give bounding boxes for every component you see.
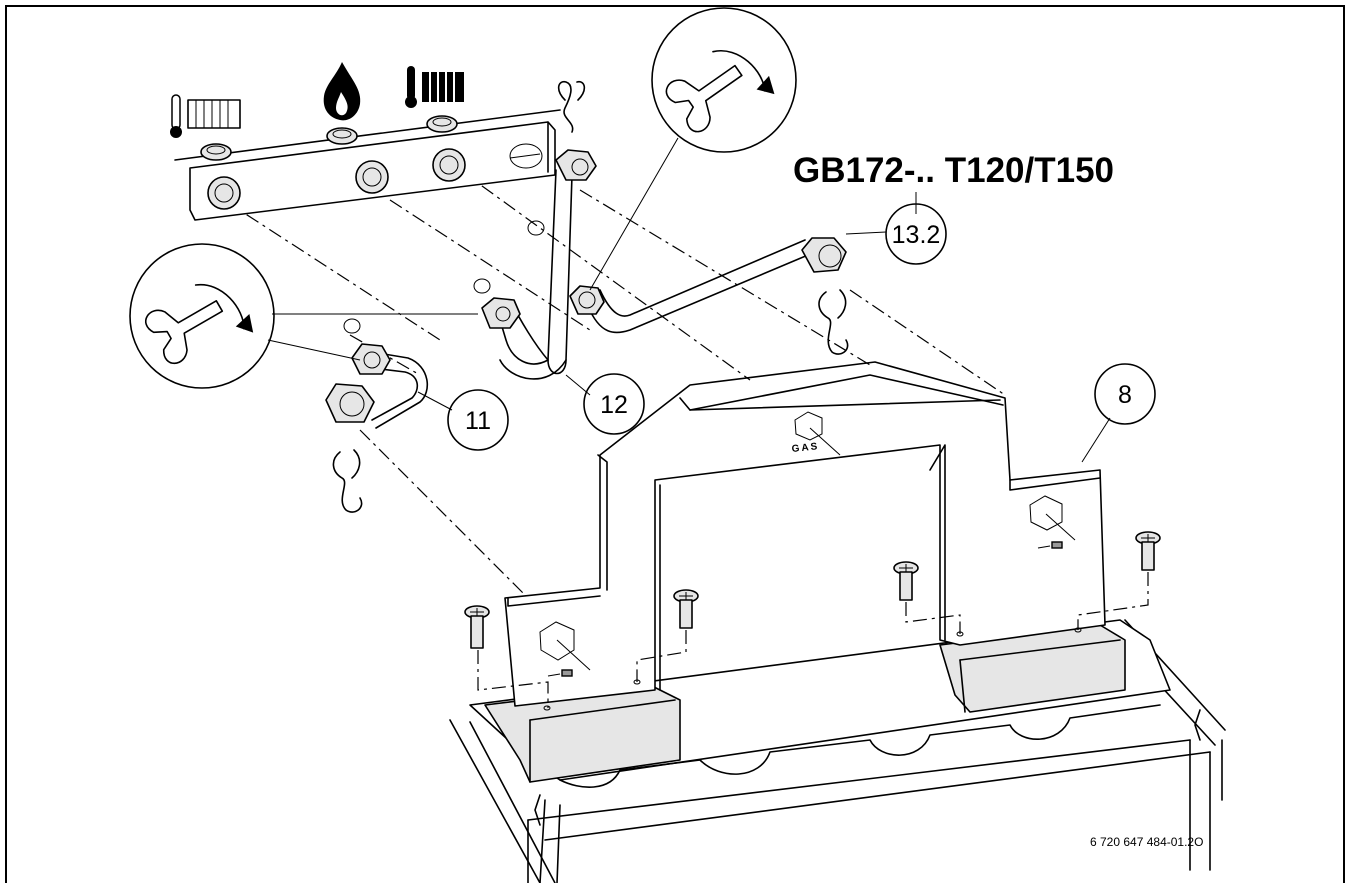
- callout-13-2: 13.2: [845, 203, 947, 265]
- figure-frame: [5, 5, 1345, 883]
- retaining-clip-11: [332, 449, 363, 513]
- heating-return-icon: [170, 94, 241, 138]
- wrench-detail-left: [129, 243, 478, 389]
- mounting-screws: [464, 531, 1161, 649]
- front-port-1: [207, 176, 241, 210]
- pipe-11-bottom-nut: [325, 383, 375, 423]
- pipe-11: [325, 343, 428, 429]
- wrench-clockwise-icon: [665, 49, 775, 133]
- callout-8: 8: [1081, 363, 1156, 463]
- front-port-3: [432, 148, 466, 182]
- seal-ring: [473, 278, 491, 294]
- top-nipple-1: [200, 143, 232, 161]
- gas-label: GAS: [791, 441, 820, 455]
- callout-label: 12: [600, 391, 628, 419]
- screw-3: [893, 561, 919, 601]
- front-port-2: [355, 160, 389, 194]
- screw-1: [464, 605, 490, 649]
- screw-4: [1135, 531, 1161, 571]
- callout-11: 11: [417, 389, 509, 451]
- wrench-clockwise-icon: [145, 283, 254, 365]
- figure-code: 6 720 647 484-01.2O: [1090, 835, 1203, 849]
- port-cover: [509, 143, 543, 169]
- pipe-12-bottom-nut: [481, 297, 521, 329]
- heating-flow-icon: [405, 66, 464, 108]
- callout-label: 11: [465, 407, 491, 435]
- pipe-13-2: [569, 237, 847, 334]
- top-nipple-3: [426, 115, 458, 133]
- retaining-clip-top: [557, 80, 586, 133]
- mounting-plate: GAS: [469, 361, 1171, 788]
- pipe-13-2-right-nut: [801, 237, 847, 273]
- hex-mark-right: [1029, 495, 1063, 531]
- top-nipple-2: [326, 127, 358, 145]
- pipe-13-2-left-nut: [569, 285, 605, 315]
- callout-12: 12: [565, 373, 645, 435]
- hex-mark-left: [539, 621, 575, 661]
- seal-ring: [527, 220, 545, 236]
- alignment-lines: [223, 169, 1149, 708]
- seal-ring: [343, 318, 361, 334]
- hex-mark-gas: [794, 411, 823, 441]
- connection-block: [174, 109, 561, 334]
- retaining-clip-13-2: [818, 289, 849, 355]
- gas-flame-icon: [323, 62, 361, 121]
- callout-label: 8: [1118, 381, 1132, 409]
- screw-2: [673, 589, 699, 629]
- wrench-detail-right: [589, 7, 797, 291]
- boiler-housing: [449, 619, 1226, 883]
- callout-label: 13.2: [892, 221, 941, 249]
- pipe-12-top-nut: [555, 149, 597, 181]
- model-title: GB172-.. T120/T150: [793, 151, 1114, 190]
- pipe-11-top-nut: [351, 343, 391, 375]
- pipe-12: [481, 149, 597, 380]
